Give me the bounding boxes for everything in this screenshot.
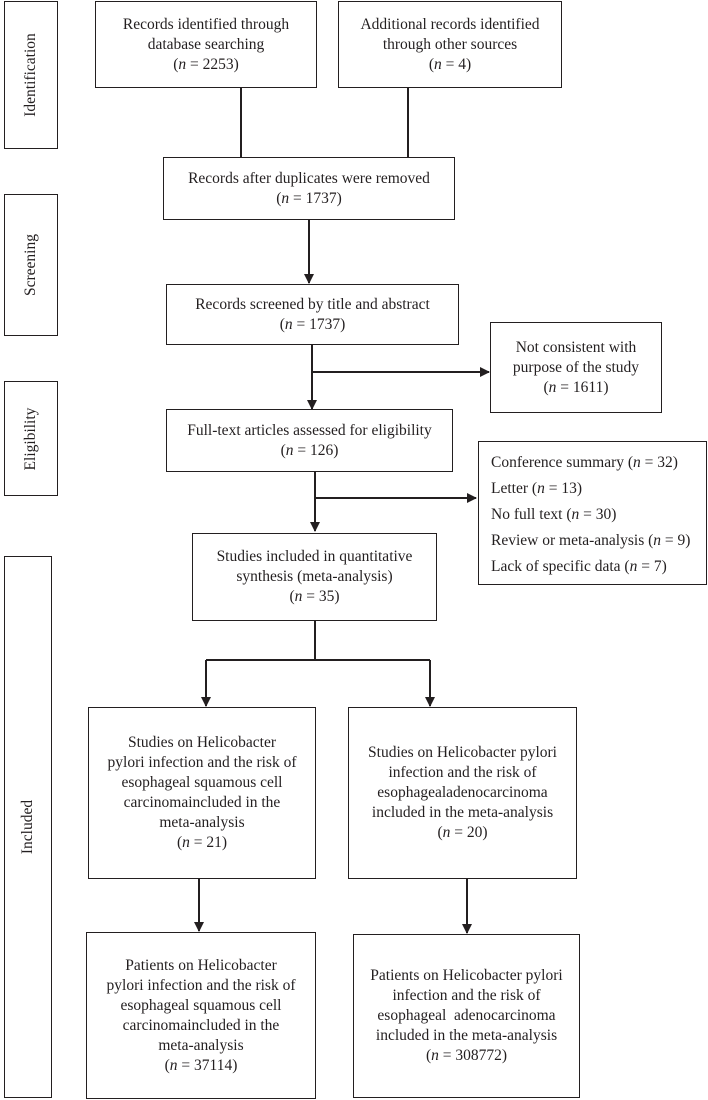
box-quantitative-synthesis: Studies included in quantitative synthes… (192, 533, 437, 621)
stage-screening-label: Screening (22, 234, 39, 296)
exclusion-item: Letter (n = 13) (491, 480, 582, 497)
box-title-abstract: Records screened by title and abstract (… (166, 284, 459, 345)
stage-identification-label: Identification (22, 33, 39, 117)
exclusion-item: Lack of specific data (n = 7) (491, 558, 667, 575)
box-full-text: Full-text articles assessed for eligibil… (166, 409, 453, 472)
exclusion-item: No full text (n = 30) (491, 506, 617, 523)
exclusion-item: Conference summary (n = 32) (491, 454, 678, 471)
box-not-consistent: Not consistent with purpose of the study… (490, 322, 662, 413)
box-duplicates-removed: Records after duplicates were removed (n… (163, 157, 455, 220)
box-escc-patients: Patients on Helicobacter pylori infectio… (86, 932, 316, 1099)
stage-identification: Identification (4, 1, 58, 149)
box-other-sources: Additional records identified through ot… (338, 1, 562, 88)
box-database-records: Records identified through database sear… (95, 1, 317, 88)
box-eac-patients: Patients on Helicobacter pylori infectio… (353, 934, 580, 1098)
box-exclusion-reasons: Conference summary (n = 32) Letter (n = … (478, 441, 707, 585)
stage-eligibility-label: Eligibility (22, 407, 39, 470)
box-eac-studies: Studies on Helicobacter pylori infection… (348, 707, 577, 879)
stage-screening: Screening (4, 194, 58, 336)
stage-eligibility: Eligibility (4, 381, 58, 496)
stage-included: Included (4, 556, 52, 1098)
box-escc-studies: Studies on Helicobacter pylori infection… (88, 707, 316, 879)
stage-included-label: Included (19, 799, 36, 855)
exclusion-item: Review or meta-analysis (n = 9) (491, 532, 691, 549)
